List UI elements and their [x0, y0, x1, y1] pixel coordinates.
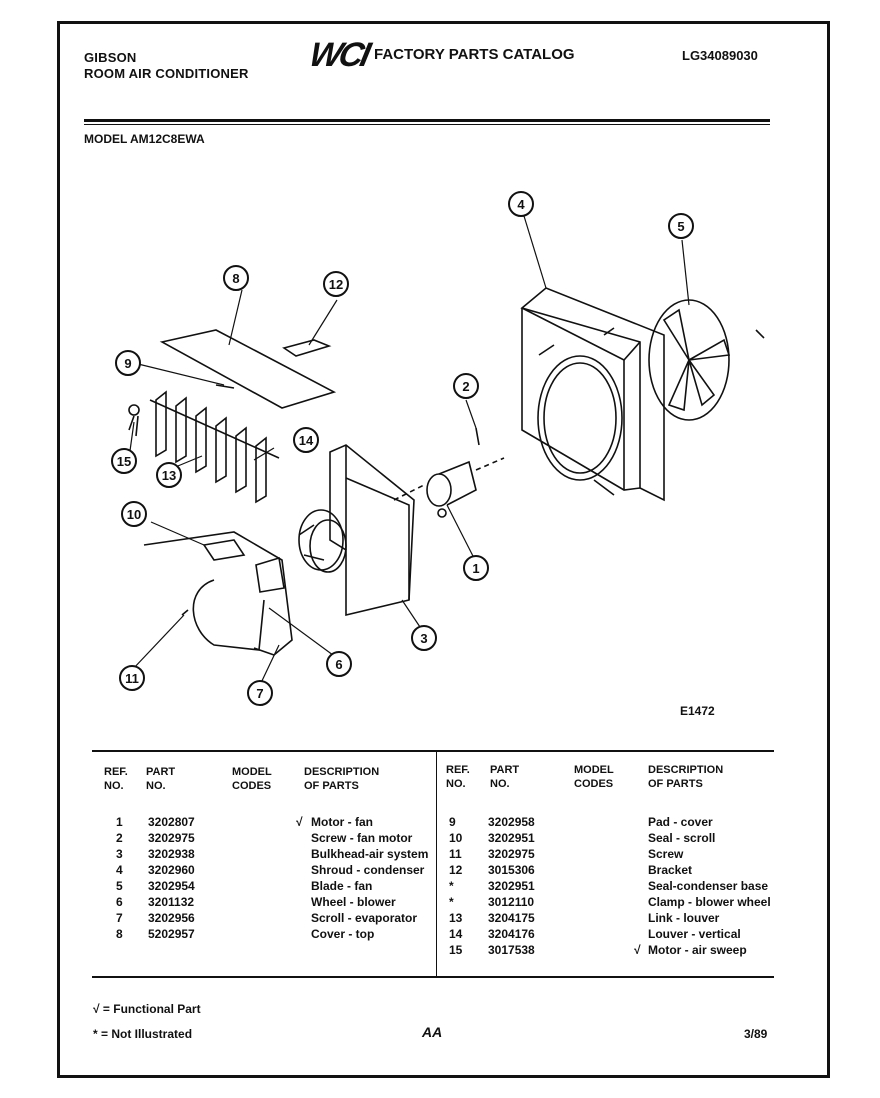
callout-14: 14: [293, 427, 319, 453]
callout-3: 3: [411, 625, 437, 651]
svg-text:13: 13: [162, 468, 176, 483]
table-top-rule: [92, 750, 774, 752]
model-line: MODEL AM12C8EWA: [84, 132, 205, 146]
brand-block: GIBSON ROOM AIR CONDITIONER: [84, 50, 249, 82]
callout-1: 1: [463, 555, 489, 581]
svg-text:12: 12: [329, 277, 343, 292]
motor-fan-drawing: [393, 457, 505, 518]
callout-11: 11: [119, 665, 145, 691]
figure-code: E1472: [680, 704, 715, 718]
screw-drawing: [475, 427, 480, 446]
svg-text:2: 2: [462, 379, 469, 394]
functional-part-note: √ = Functional Part: [93, 1002, 201, 1016]
callout-8: 8: [223, 265, 249, 291]
callout-9: 9: [115, 350, 141, 376]
blower-wheel-drawing: [298, 509, 347, 573]
shroud-condenser-drawing: [520, 287, 665, 502]
header-rule: [84, 119, 770, 122]
bracket-drawing: [282, 339, 332, 357]
not-illustrated-note: * = Not Illustrated: [93, 1027, 193, 1041]
exploded-parts-diagram: 8 12 9 15 13 14 10 11 7 6 3 1 2 4 5: [111, 191, 765, 706]
callout-2: 2: [453, 373, 479, 399]
callout-13: 13: [156, 462, 182, 488]
callout-12: 12: [323, 271, 349, 297]
svg-text:3: 3: [420, 631, 427, 646]
svg-text:1: 1: [472, 561, 479, 576]
page-border: [57, 21, 830, 1078]
header-ref-no-right: REF.NO.: [446, 764, 470, 790]
left-functional-col: √: [296, 815, 303, 829]
table-center-divider: [436, 752, 437, 976]
svg-text:15: 15: [117, 454, 131, 469]
svg-text:6: 6: [335, 657, 342, 672]
svg-text:8: 8: [232, 271, 239, 286]
louver-assembly-drawing: [128, 390, 280, 504]
svg-text:5: 5: [677, 219, 684, 234]
svg-text:9: 9: [124, 356, 131, 371]
wci-logo: WCI: [306, 36, 371, 75]
leader-lines: [128, 215, 690, 686]
handwritten-mark: AA: [422, 1024, 443, 1040]
callout-7: 7: [247, 680, 273, 706]
callout-10: 10: [121, 501, 147, 527]
callout-15: 15: [111, 448, 137, 474]
scroll-evaporator-drawing: [143, 531, 293, 656]
catalog-title: FACTORY PARTS CATALOG: [374, 46, 575, 63]
catalog-number: LG34089030: [682, 48, 758, 63]
header-ref-no-left: REF.NO.: [104, 766, 128, 792]
bulkhead-drawing: [329, 444, 415, 617]
svg-text:7: 7: [256, 686, 263, 701]
brand-name: GIBSON: [84, 50, 137, 65]
product-name: ROOM AIR CONDITIONER: [84, 66, 249, 81]
fan-blade-drawing: [648, 299, 765, 421]
header-rule-thin: [84, 124, 770, 125]
logo-text: WCI: [306, 36, 372, 74]
callout-4: 4: [508, 191, 534, 217]
top-cover-drawing: [159, 329, 337, 409]
callout-6: 6: [326, 651, 352, 677]
table-bottom-rule: [92, 976, 774, 978]
svg-text:14: 14: [299, 433, 314, 448]
svg-text:10: 10: [127, 507, 141, 522]
revision-date: 3/89: [744, 1027, 768, 1041]
callout-5: 5: [668, 213, 694, 239]
diagram-callouts: 8 12 9 15 13 14 10 11 7 6 3 1 2 4 5: [111, 191, 694, 706]
svg-text:4: 4: [517, 197, 525, 212]
right-functional-mark: √: [634, 943, 641, 957]
svg-text:11: 11: [125, 671, 139, 686]
